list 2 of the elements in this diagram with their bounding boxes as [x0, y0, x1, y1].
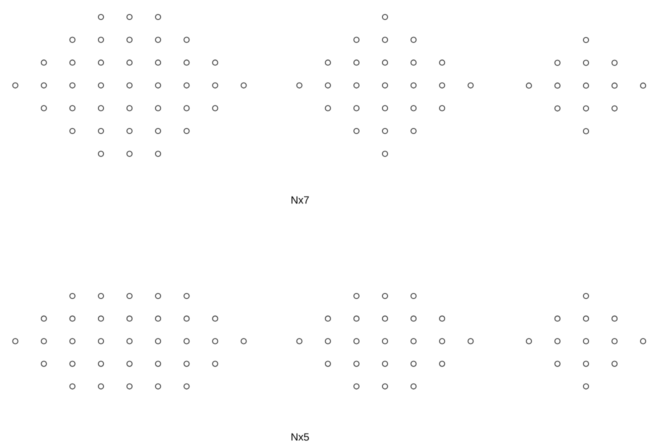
pattern-label: Nx7: [292, 196, 309, 204]
pattern-label: Nx5: [292, 433, 309, 441]
